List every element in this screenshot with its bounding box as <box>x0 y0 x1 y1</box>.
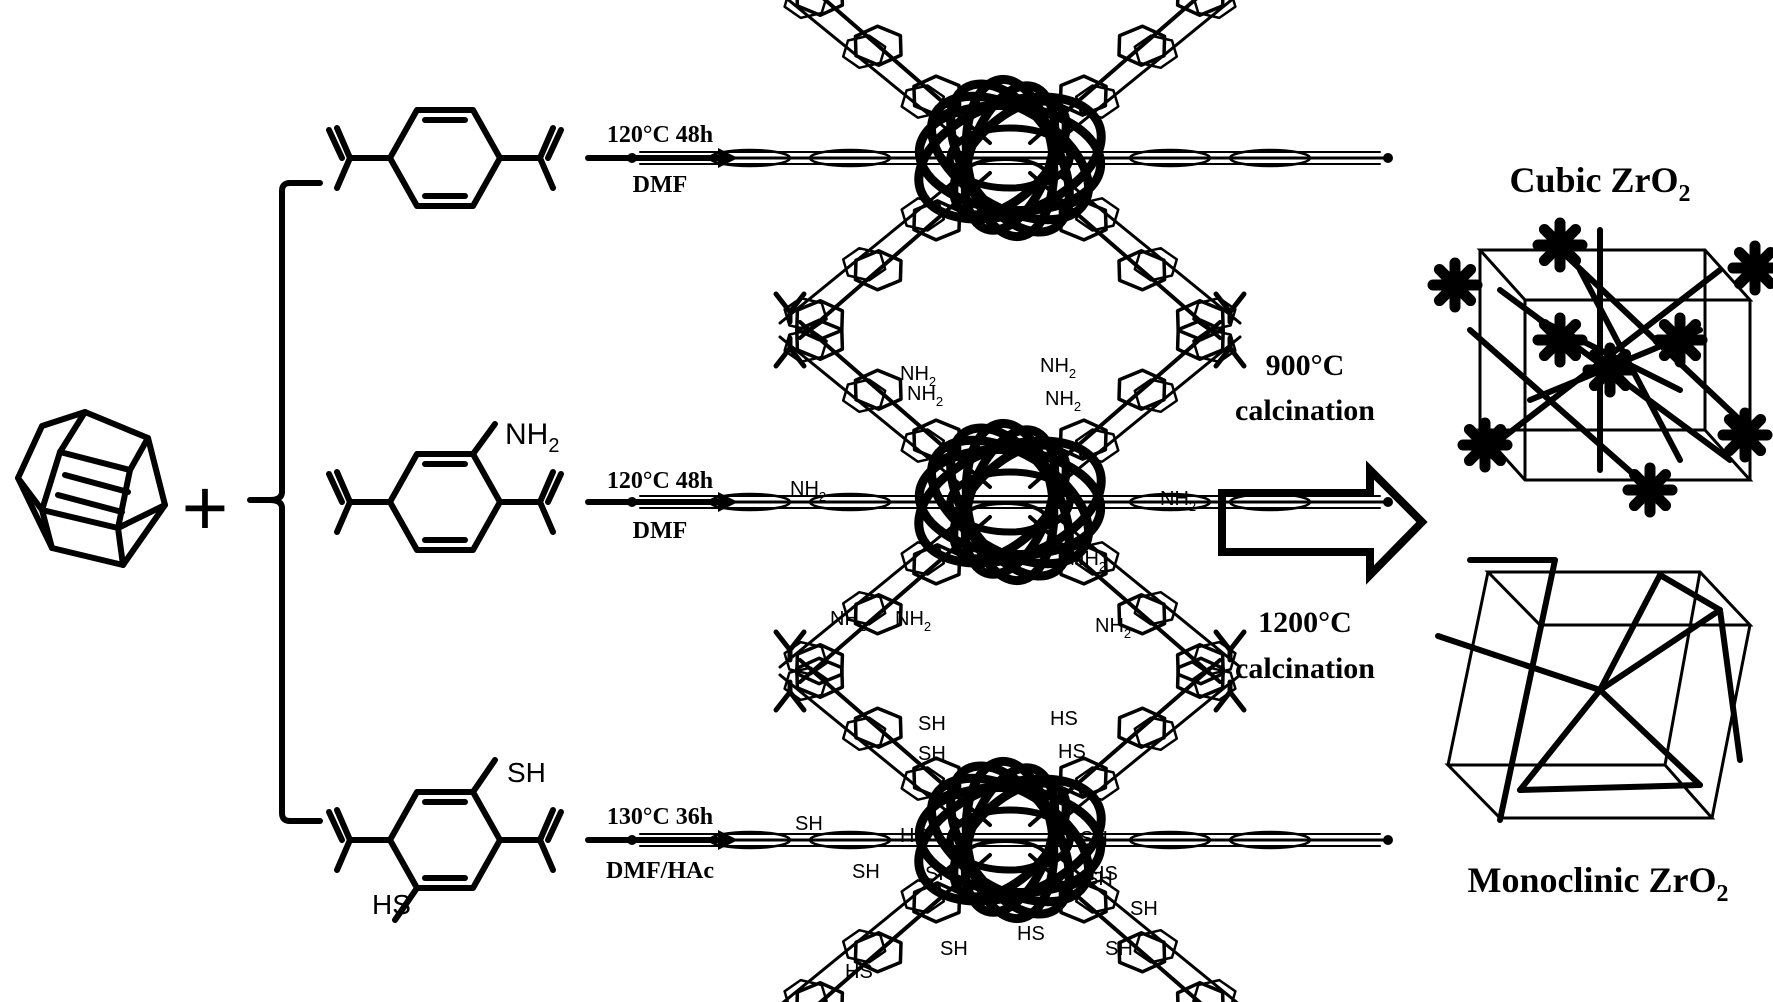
cubic-zro2-title: Cubic ZrO2 <box>1509 160 1690 207</box>
reaction-solvent-2: DMF <box>633 518 688 544</box>
thiol-group-label-top: SH <box>507 757 546 788</box>
mof-hs-label: HS <box>845 961 873 983</box>
linker-bdc-nh2 <box>326 421 564 553</box>
mof-nh2-label: NH2 <box>900 363 936 389</box>
mof-hs-label: HS <box>1058 741 1086 763</box>
mof-nh2-label: NH2 <box>1070 548 1106 574</box>
calcination-temp-upper: 900°C <box>1266 349 1345 382</box>
calcination-label-lower: calcination <box>1235 652 1375 685</box>
mof-sh-label: SH <box>925 863 953 885</box>
monoclinic-zro2-structure <box>1435 557 1754 823</box>
calcination-label-upper: calcination <box>1235 394 1375 427</box>
mof-sh-label: SH <box>795 813 823 835</box>
mof-hs-label: HS <box>1017 923 1045 945</box>
linker-bdc <box>326 107 564 209</box>
linker-bdc-sh2 <box>326 757 564 923</box>
uio66-nh2-structure <box>627 291 1393 713</box>
mof-nh2-label: NH2 <box>790 478 826 504</box>
monoclinic-zro2-title: Monoclinic ZrO2 <box>1468 860 1729 907</box>
reaction-solvent-1: DMF <box>633 172 688 198</box>
calcination-temp-lower: 1200°C <box>1258 606 1352 639</box>
mof-sh-label: SH <box>918 713 946 735</box>
mof-sh-label: SH <box>1085 868 1113 890</box>
mof-sh-label: SH <box>1105 938 1133 960</box>
mof-nh2-label: NH2 <box>1095 615 1131 641</box>
mof-hs-label: HS <box>1050 708 1078 730</box>
reaction-solvent-3: DMF/HAc <box>606 858 714 884</box>
mof-sh-label: SH <box>1080 828 1108 850</box>
mof-nh2-label: NH2 <box>895 608 931 634</box>
cubic-zro2-structure <box>1427 217 1773 518</box>
uio66-structure <box>627 0 1393 369</box>
mof-sh-label: SH <box>852 861 880 883</box>
mof-nh2-label: NH2 <box>1040 355 1076 381</box>
mof-sh-label: SH <box>918 743 946 765</box>
mof-hs-label: HS <box>900 825 928 847</box>
mof-nh2-label: NH2 <box>830 608 866 634</box>
linker-bracket <box>247 180 323 824</box>
mof-nh2-label: NH2 <box>907 383 943 409</box>
reaction-condition-1: 120°C 48h <box>607 122 713 148</box>
thiol-group-label-bottom: HS <box>372 889 411 920</box>
reaction-condition-3: 130°C 36h <box>607 804 713 830</box>
zr-cluster-polyhedron <box>15 409 168 568</box>
mof-hs-label: HS <box>1090 863 1118 885</box>
mof-nh2-label: NH2 <box>1160 488 1196 514</box>
reaction-condition-2: 120°C 48h <box>607 468 713 494</box>
amino-group-label: NH2 <box>505 418 559 457</box>
uio66-sh2-structure <box>627 629 1393 1002</box>
mof-sh-label: SH <box>940 938 968 960</box>
plus-sign: + <box>182 463 229 552</box>
mof-sh-label: SH <box>1130 898 1158 920</box>
calcination-arrow <box>1218 460 1428 585</box>
mof-nh2-label: NH2 <box>1045 388 1081 414</box>
